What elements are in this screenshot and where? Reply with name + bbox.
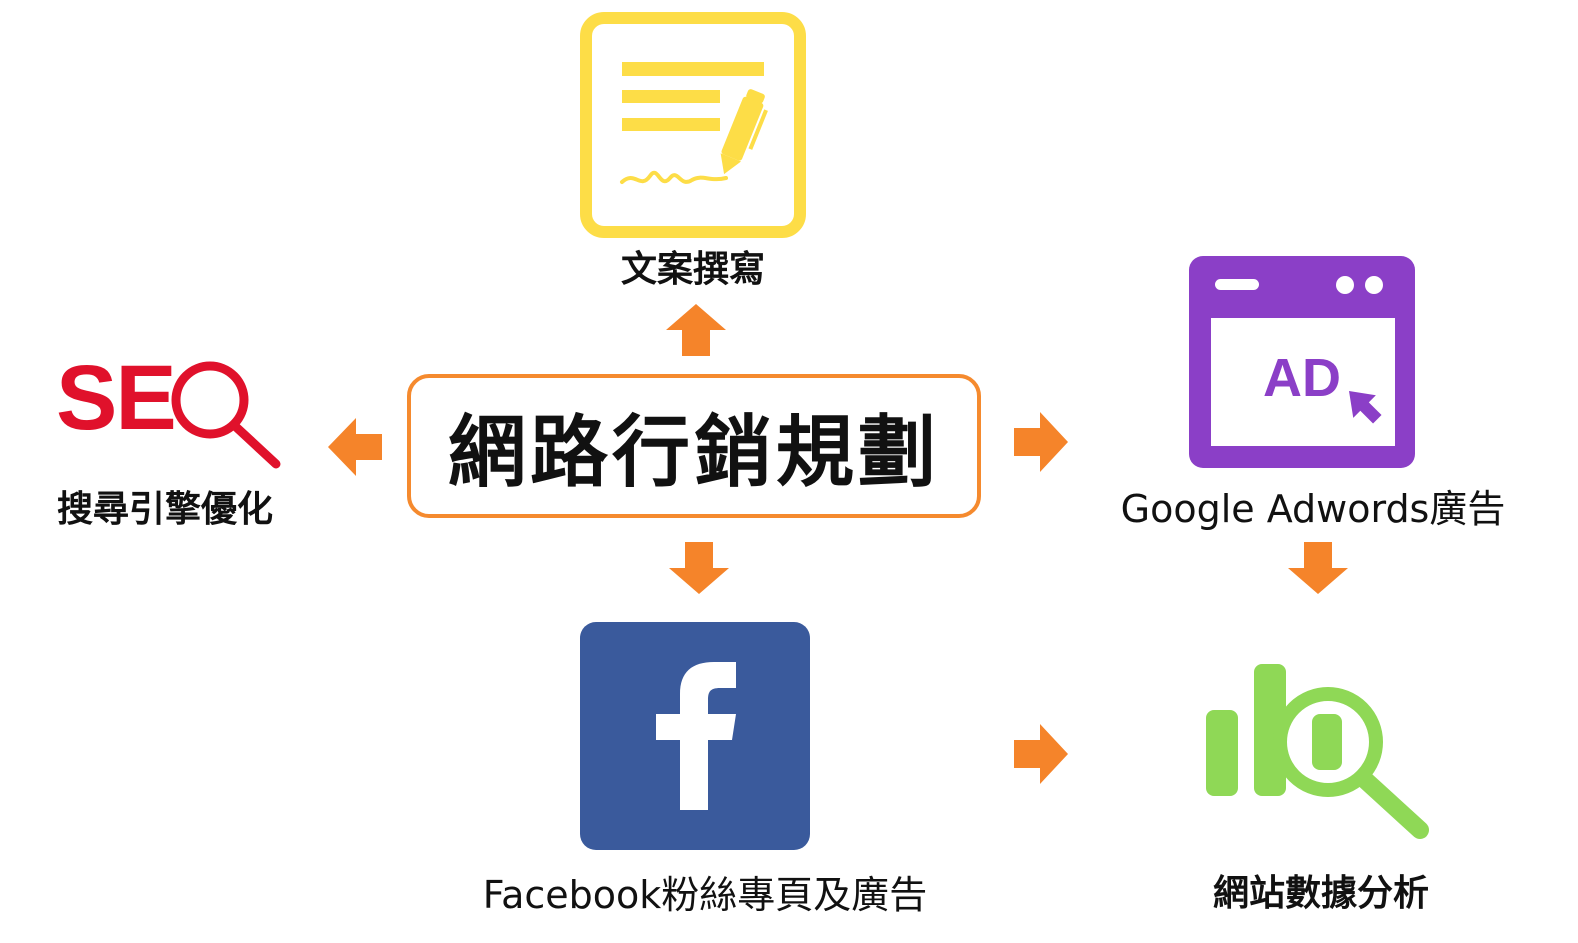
facebook-icon [580, 622, 810, 850]
analytics-label: 網站數據分析 [1212, 873, 1429, 914]
arrow-down-icon-center [669, 542, 729, 594]
arrow-left-icon [328, 418, 382, 476]
center-title: 網路行銷規劃 [447, 408, 940, 498]
chart-magnifier-icon [1206, 664, 1429, 839]
arrow-down-icon-right [1288, 542, 1348, 594]
document-pen-icon [580, 12, 806, 238]
seo-label: 搜尋引擎優化 [56, 489, 273, 530]
browser-ad-icon: AD [1189, 256, 1415, 468]
arrow-right-icon [1014, 412, 1068, 472]
copywriting-label: 文案撰寫 [620, 249, 765, 290]
ad-text: AD [1263, 348, 1341, 408]
arrow-right-icon-bottom [1014, 724, 1068, 784]
magnifier-icon [171, 361, 281, 469]
facebook-label: Facebook粉絲專頁及廣告 [482, 873, 928, 917]
center-planning-box: 網路行銷規劃 [407, 374, 981, 518]
adwords-label: Google Adwords廣告 [1120, 487, 1506, 531]
seo-logo-text: SEO [56, 352, 176, 444]
arrow-up-icon [666, 304, 726, 356]
